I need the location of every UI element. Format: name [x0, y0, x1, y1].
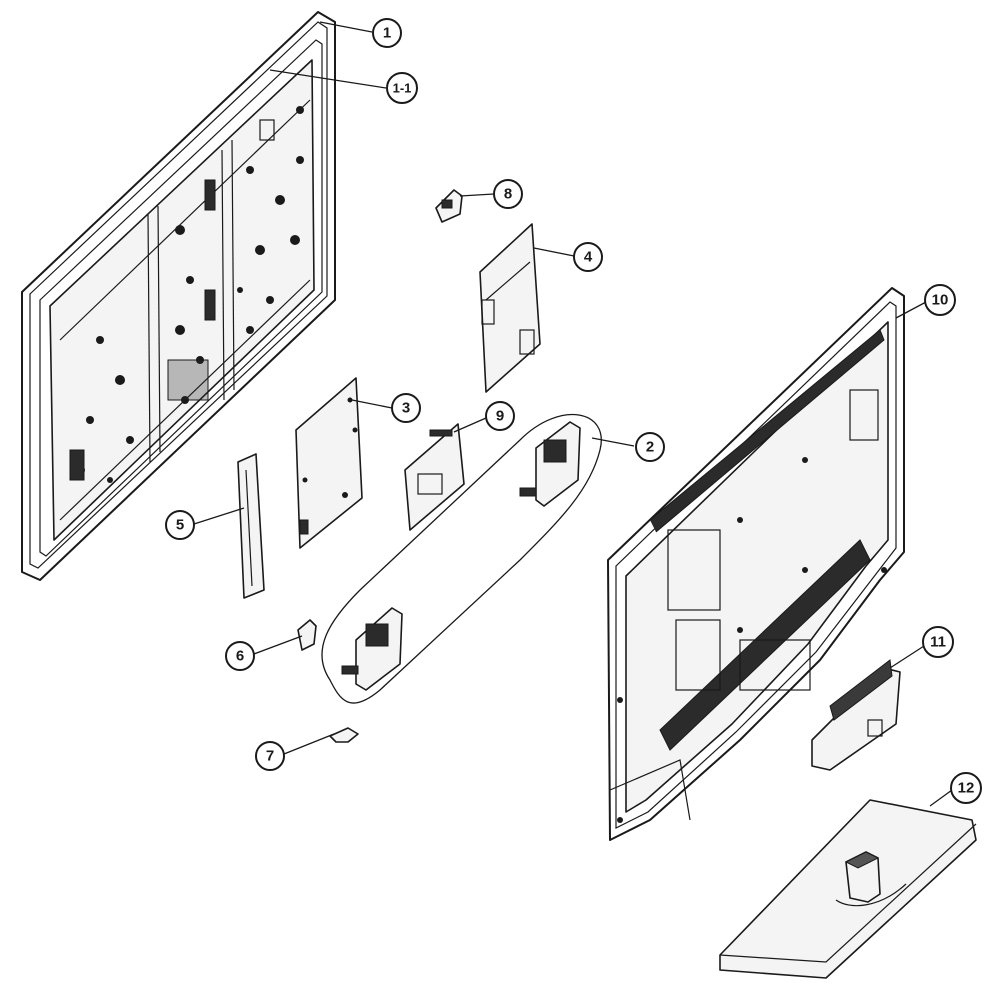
speaker-lower — [341, 607, 403, 691]
callout-label: 8 — [504, 186, 512, 203]
callout-5: 5 — [165, 510, 195, 540]
callout-11: 11 — [922, 626, 954, 658]
callout-label: 10 — [932, 292, 949, 309]
callout-label: 11 — [930, 634, 946, 651]
callout-8: 8 — [493, 179, 523, 209]
part-12-stand-base — [719, 799, 977, 979]
callout-label: 7 — [266, 748, 274, 765]
callout-10: 10 — [924, 284, 956, 316]
part-8-bracket — [435, 189, 463, 223]
part-5-side-bracket — [237, 453, 265, 599]
callout-1: 1 — [372, 18, 402, 48]
callout-label: 1 — [383, 25, 391, 42]
part-9-small-board — [404, 423, 465, 531]
callout-12: 12 — [950, 772, 982, 804]
callout-label: 6 — [236, 648, 244, 665]
callout-7: 7 — [255, 741, 285, 771]
part-11-stand-neck — [811, 659, 901, 771]
part-3-main-board — [295, 377, 363, 549]
callout-2: 2 — [635, 432, 665, 462]
callout-6: 6 — [225, 641, 255, 671]
callout-label: 5 — [176, 517, 184, 534]
callout-label: 9 — [496, 408, 504, 425]
callout-label: 2 — [646, 439, 654, 456]
part-10-back-cover — [607, 287, 905, 841]
callout-1-1: 1-1 — [386, 72, 418, 104]
callout-label: 1-1 — [393, 81, 412, 96]
part-6-clip — [297, 619, 317, 651]
callout-9: 9 — [485, 401, 515, 431]
callout-label: 4 — [584, 249, 593, 266]
callout-label: 12 — [958, 780, 975, 797]
callout-label: 3 — [402, 400, 410, 417]
speaker-upper — [519, 421, 581, 507]
part-1-lcd-panel — [21, 11, 336, 581]
part-7-clip — [329, 727, 359, 743]
callout-3: 3 — [391, 393, 421, 423]
part-2-speakers — [321, 413, 602, 704]
callout-4: 4 — [573, 242, 603, 272]
leader-lines — [193, 21, 953, 807]
part-4-power-board — [479, 223, 541, 393]
